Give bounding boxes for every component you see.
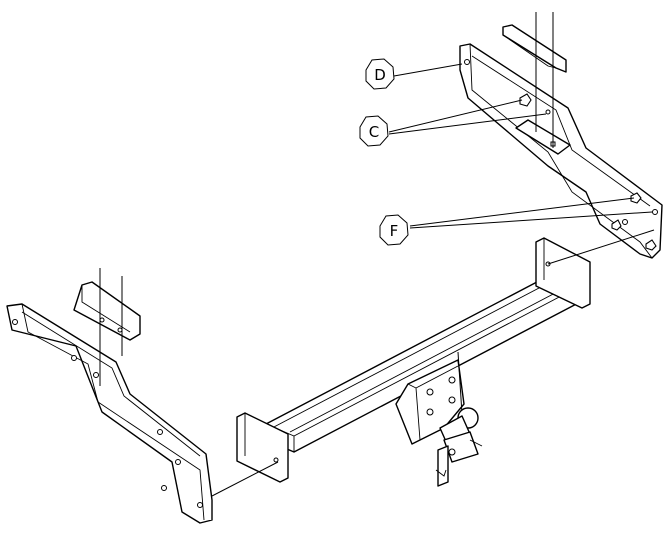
right-angle-plate <box>502 24 567 73</box>
right-nuts <box>519 93 657 251</box>
callout-d: D <box>365 58 395 90</box>
beam-end-plate-right <box>535 237 591 309</box>
beam-end-plate-left <box>236 412 289 483</box>
left-angle-bracket <box>73 281 141 341</box>
left-side-bracket <box>6 303 213 524</box>
callout-c-label: C <box>369 123 379 141</box>
callout-f: F <box>379 214 409 246</box>
callout-d-label: D <box>374 66 386 84</box>
tow-hitch-assembly <box>395 351 483 487</box>
callout-c: C <box>359 115 389 147</box>
callout-f-label: F <box>390 222 399 240</box>
